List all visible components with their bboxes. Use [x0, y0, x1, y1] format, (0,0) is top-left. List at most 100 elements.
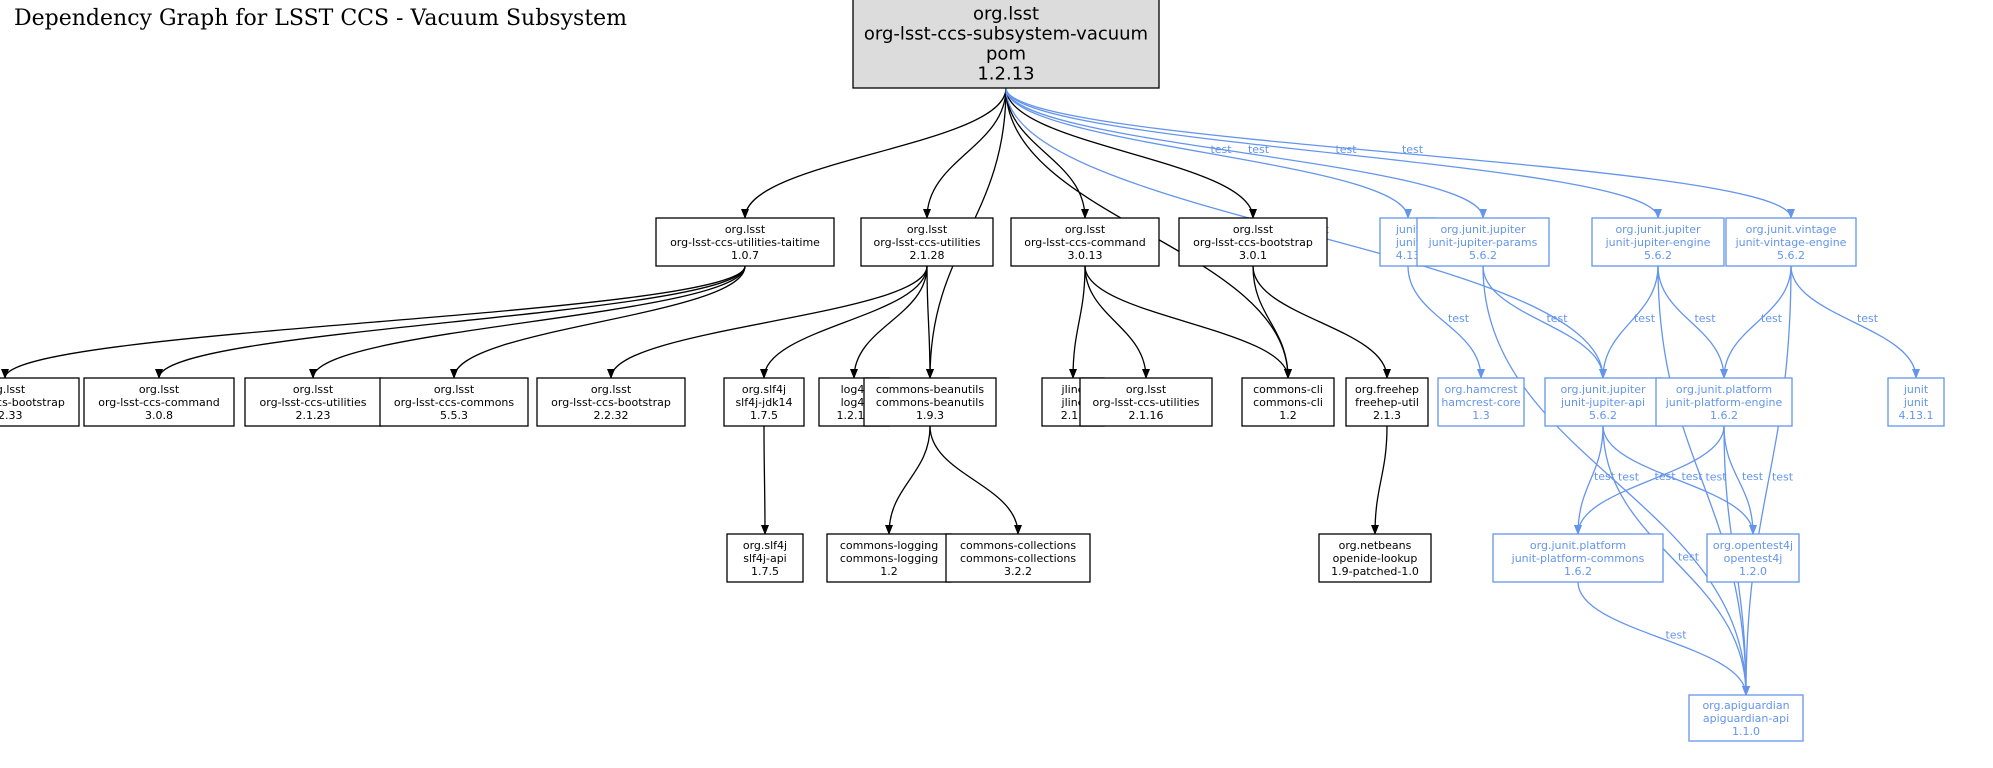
- node-version: 5.6.2: [1589, 409, 1617, 422]
- node-artifact: org-lsst-ccs-command: [98, 396, 220, 409]
- node-artifact: org-lsst-ccs-bootstrap: [0, 396, 65, 409]
- node-box: [655, 217, 835, 267]
- node-version: 1.2.0: [1739, 565, 1767, 578]
- node-version: 5.5.3: [440, 409, 468, 422]
- edge-pengine-to-pcommons: test: [1574, 425, 1725, 535]
- node-group: org.lsst: [434, 383, 475, 396]
- node-box: [1887, 377, 1945, 427]
- node-version: 1.1.0: [1732, 725, 1760, 738]
- edge-line: [1742, 265, 1792, 696]
- node-group: org.junit.platform: [1676, 383, 1772, 396]
- edge-root-to-taitime: [741, 87, 1007, 219]
- node-group: commons-cli: [1253, 383, 1323, 396]
- node-openide: org.netbeansopenide-lookup1.9-patched-1.…: [1318, 533, 1432, 583]
- node-artifact: junit-vintage-engine: [1735, 236, 1847, 249]
- edge-line: [309, 265, 746, 379]
- node-artifact: org-lsst-ccs-bootstrap: [1193, 236, 1313, 249]
- edge-line: [760, 425, 769, 535]
- edge-pcommons-to-apiguardian: test: [1577, 581, 1750, 696]
- node-artifact: org-lsst-ccs-utilities: [874, 236, 981, 249]
- edge-root-to-cmd3013: [1005, 87, 1089, 219]
- edge-line: [885, 425, 931, 535]
- edge-japi-to-opentest: test: [1602, 425, 1757, 535]
- page-title: Dependency Graph for LSST CCS - Vacuum S…: [14, 6, 628, 31]
- node-artifact: org-lsst-ccs-subsystem-vacuum: [864, 23, 1148, 44]
- node-version: 2.11: [1061, 409, 1086, 422]
- node-box: [536, 377, 686, 427]
- node-artifact: apiguardian-api: [1703, 712, 1789, 725]
- node-version: 1.0.7: [731, 249, 759, 262]
- node-group: org.hamcrest: [1444, 383, 1518, 396]
- node-artifact: commons-cli: [1253, 396, 1323, 409]
- node-version: 5.6.2: [1469, 249, 1497, 262]
- node-version: 1.9.3: [916, 409, 944, 422]
- node-version: 2.2.33: [0, 409, 23, 422]
- node-artifact: junit: [1395, 236, 1421, 249]
- node-group: junit: [1903, 383, 1929, 396]
- edge-line: [760, 265, 928, 379]
- edge-root-to-vintage: test: [1005, 87, 1795, 219]
- node-box: [1492, 533, 1664, 583]
- node-artifact: jline: [1061, 396, 1085, 409]
- edge-line: [155, 265, 746, 379]
- edge-line: [1084, 265, 1150, 379]
- edge-util2128-to-log4j: [850, 265, 928, 379]
- node-version: 2.1.3: [1373, 409, 1401, 422]
- node-vintage: org.junit.vintagejunit-vintage-engine5.6…: [1725, 217, 1857, 267]
- node-version: 3.0.13: [1068, 249, 1103, 262]
- edge-line: [1005, 87, 1412, 219]
- node-artifact: org-lsst-ccs-commons: [394, 396, 515, 409]
- edge-line: [1252, 265, 1292, 379]
- node-group: org.lsst: [725, 223, 766, 236]
- edge-line: [850, 265, 928, 379]
- node-box: [0, 377, 80, 427]
- node-group: commons-logging: [840, 539, 938, 552]
- node-artifact: junit-jupiter-params: [1428, 236, 1538, 249]
- node-group: org.lsst: [591, 383, 632, 396]
- edge-label: test: [1694, 312, 1716, 325]
- edge-freehep-to-openide: [1371, 425, 1388, 535]
- node-artifact: log4j: [841, 396, 868, 409]
- node-version: 2.1.28: [910, 249, 945, 262]
- edge-label: test: [1634, 312, 1656, 325]
- edge-util2128-to-beanutils: [925, 265, 934, 379]
- edge-jengine-to-apiguardian: test: [1657, 265, 1750, 696]
- node-version: 1.2: [880, 565, 898, 578]
- edge-root-to-jengine: test: [1005, 87, 1662, 219]
- node-version: 1.6.2: [1564, 565, 1592, 578]
- node-box: [1178, 217, 1328, 267]
- edge-line: [1005, 87, 1089, 219]
- node-collections: commons-collectionscommons-collections3.…: [945, 533, 1091, 583]
- node-box: [1655, 377, 1793, 427]
- edge-beanutils-to-collections: [929, 425, 1022, 535]
- edge-vintage-to-pengine: test: [1720, 265, 1792, 379]
- edge-cmd3013-to-jline: [1069, 265, 1086, 379]
- node-version: 1.2.13: [977, 63, 1034, 84]
- node-group: commons-collections: [960, 539, 1076, 552]
- edge-line: [1371, 425, 1388, 535]
- edge-util2128-to-slf4jjdk: [760, 265, 928, 379]
- node-box: [863, 377, 997, 427]
- edge-root-to-util2128: [923, 87, 1007, 219]
- edge-japi-to-apiguardian: test: [1602, 425, 1750, 696]
- edge-boot301-to-cli: [1252, 265, 1292, 379]
- node-box: [726, 533, 804, 583]
- node-version: 4.13.1: [1899, 409, 1934, 422]
- node-group: org.lsst: [139, 383, 180, 396]
- node-artifact: slf4j-jdk14: [735, 396, 792, 409]
- edge-line: [1005, 87, 1257, 219]
- node-box: [83, 377, 235, 427]
- node-artifact: hamcrest-core: [1441, 396, 1521, 409]
- node-artifact: commons-collections: [960, 552, 1076, 565]
- node-version: 2.1.16: [1129, 409, 1164, 422]
- edge-line: [925, 265, 934, 379]
